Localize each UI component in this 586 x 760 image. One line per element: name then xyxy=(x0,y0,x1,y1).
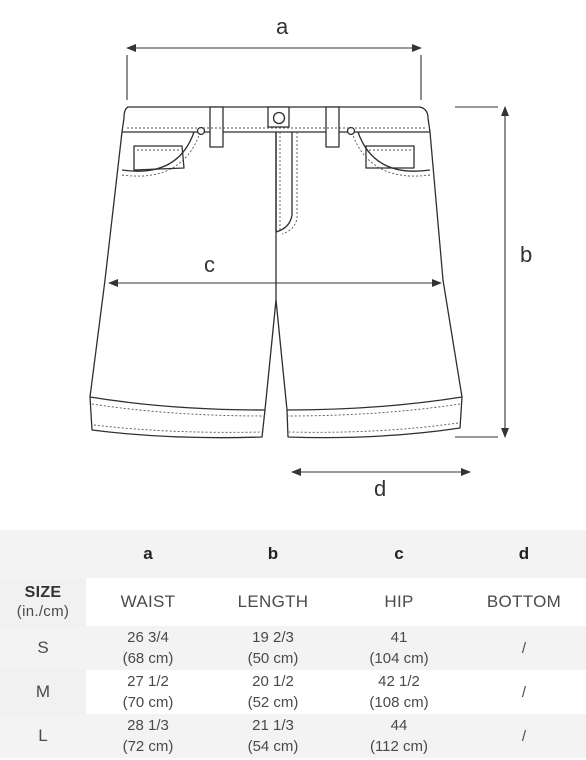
dimension-label-a: a xyxy=(276,14,289,39)
value-cm: (112 cm) xyxy=(369,737,429,755)
table-row: M 27 1/2 (70 cm) 20 1/2 (52 cm) 42 1/2 (… xyxy=(0,670,586,714)
bottom-slash: / xyxy=(521,727,527,745)
value-in: 21 1/3 xyxy=(252,716,294,734)
dimension-label-b: b xyxy=(520,242,533,267)
value-cm: (70 cm) xyxy=(122,693,174,711)
letter-d: d xyxy=(518,544,530,563)
header-waist: WAIST xyxy=(120,592,176,611)
value-cm: (50 cm) xyxy=(247,649,299,667)
value-cm: (68 cm) xyxy=(122,649,174,667)
size-label: M xyxy=(0,670,86,714)
table-row: S 26 3/4 (68 cm) 19 2/3 (50 cm) 41 (104 … xyxy=(0,626,586,670)
letter-b: b xyxy=(267,544,279,563)
bottom-value: / xyxy=(462,714,586,758)
header-bottom: BOTTOM xyxy=(486,592,562,611)
header-hip: HIP xyxy=(384,592,414,611)
value-in: 28 1/3 xyxy=(127,716,169,734)
waist-value: 27 1/2 (70 cm) xyxy=(86,670,210,714)
dimension-label-c: c xyxy=(204,252,215,277)
length-value: 19 2/3 (50 cm) xyxy=(210,626,336,670)
value-cm: (108 cm) xyxy=(369,693,429,711)
header-length: LENGTH xyxy=(237,592,309,611)
value-in: 26 3/4 xyxy=(127,628,169,646)
size-title: SIZE xyxy=(24,584,62,601)
value-in: 19 2/3 xyxy=(252,628,294,646)
length-value: 21 1/3 (54 cm) xyxy=(210,714,336,758)
value-in: 41 xyxy=(390,628,408,646)
hip-value: 44 (112 cm) xyxy=(336,714,462,758)
table-row: L 28 1/3 (72 cm) 21 1/3 (54 cm) 44 (112 … xyxy=(0,714,586,758)
letter-header-row: a b c d xyxy=(0,530,586,578)
corner-cell xyxy=(0,530,86,578)
waist-value: 26 3/4 (68 cm) xyxy=(86,626,210,670)
shorts-illustration xyxy=(89,44,509,476)
letter-a: a xyxy=(143,544,153,563)
size-label: L xyxy=(38,726,48,745)
size-header-cell: SIZE (in./cm) xyxy=(0,578,86,626)
value-cm: (54 cm) xyxy=(247,737,299,755)
column-header-row: SIZE (in./cm) WAIST LENGTH HIP BOTTOM xyxy=(0,578,586,626)
dimension-label-d: d xyxy=(374,476,387,501)
size-label: S xyxy=(37,638,49,657)
value-cm: (104 cm) xyxy=(369,649,429,667)
value-in: 20 1/2 xyxy=(252,672,294,690)
bottom-slash: / xyxy=(521,639,527,657)
bottom-value: / xyxy=(462,670,586,714)
value-in: 27 1/2 xyxy=(127,672,169,690)
bottom-value: / xyxy=(462,626,586,670)
value-cm: (52 cm) xyxy=(247,693,299,711)
letter-c: c xyxy=(394,544,404,563)
hip-value: 42 1/2 (108 cm) xyxy=(336,670,462,714)
value-cm: (72 cm) xyxy=(122,737,174,755)
bottom-slash: / xyxy=(521,683,527,701)
shorts-diagram: a b c d xyxy=(89,14,533,501)
waist-value: 28 1/3 (72 cm) xyxy=(86,714,210,758)
length-value: 20 1/2 (52 cm) xyxy=(210,670,336,714)
hip-value: 41 (104 cm) xyxy=(336,626,462,670)
value-in: 42 1/2 xyxy=(378,672,420,690)
value-in: 44 xyxy=(390,716,408,734)
size-units: (in./cm) xyxy=(16,603,70,620)
size-chart-table: a b c d SIZE (in./cm) WAIST LENGTH HIP B… xyxy=(0,530,586,760)
